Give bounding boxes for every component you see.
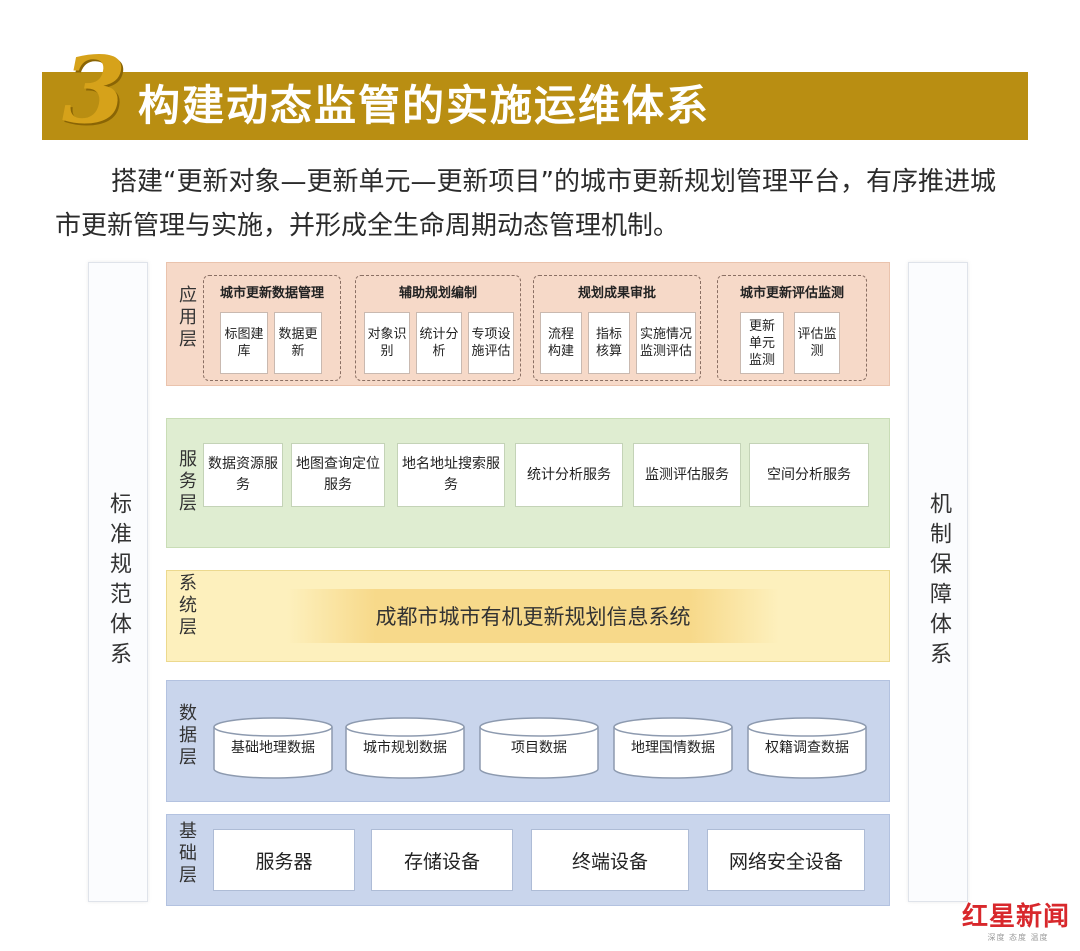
standards-pillar-label: 标准规范体系 [106,492,131,672]
application-layer: 应用层 城市更新数据管理 标图建库 数据更新 辅助规划编制 对象识别 统计分析 … [166,262,890,386]
app-group-title: 辅助规划编制 [398,286,477,301]
layer-label: 应用层 [176,285,197,351]
app-group-title: 城市更新数据管理 [219,286,324,301]
app-group: 规划成果审批 流程构建 指标核算 实施情况监测评估 [533,275,701,381]
app-group: 辅助规划编制 对象识别 统计分析 专项设施评估 [355,275,521,381]
system-name: 成都市城市有机更新规划信息系统 [287,589,779,643]
service-layer: 服务层 数据资源服务 地图查询定位服务 地名地址搜索服务 统计分析服务 监测评估… [166,418,890,548]
system-layer: 系统层 成都市城市有机更新规划信息系统 [166,570,890,662]
data-item-label: 基础地理数据 [231,740,315,756]
watermark-logo: 红星新闻 深度 态度 温度 [962,896,1074,946]
infrastructure-layer: 基础层 服务器 存储设备 终端设备 网络安全设备 [166,814,890,906]
service-item: 数据资源服务 [203,443,283,507]
infrastructure-item: 网络安全设备 [707,829,865,891]
data-item: 基础地理数据 [213,717,333,779]
database-cylinder-icon [613,717,733,779]
intro-paragraph: 搭建“更新对象—更新单元—更新项目”的城市更新规划管理平台，有序推进城市更新管理… [55,167,996,241]
app-item: 评估监测 [794,312,840,374]
database-cylinder-icon [213,717,333,779]
data-item: 城市规划数据 [345,717,465,779]
database-cylinder-icon [345,717,465,779]
data-item: 项目数据 [479,717,599,779]
mechanism-pillar-label: 机制保障体系 [926,492,951,672]
layer-label: 服务层 [176,449,197,515]
service-item: 统计分析服务 [515,443,623,507]
service-item: 监测评估服务 [633,443,741,507]
infrastructure-item: 服务器 [213,829,355,891]
service-item: 地图查询定位服务 [291,443,385,507]
data-item-label: 城市规划数据 [363,740,447,756]
layer-label: 基础层 [176,821,197,887]
app-item: 流程构建 [540,312,582,374]
app-item: 数据更新 [274,312,322,374]
infrastructure-item: 终端设备 [531,829,689,891]
data-item: 权籍调查数据 [747,717,867,779]
app-item: 更新单元监测 [740,312,784,374]
layer-label: 系统层 [176,573,197,639]
standards-pillar: 标准规范体系 [88,262,148,902]
watermark-text: 红星新闻 [962,902,1071,932]
data-item-label: 权籍调查数据 [765,740,849,756]
app-item: 专项设施评估 [468,312,514,374]
app-group: 城市更新数据管理 标图建库 数据更新 [203,275,341,381]
service-item: 空间分析服务 [749,443,869,507]
data-item: 地理国情数据 [613,717,733,779]
service-item: 地名地址搜索服务 [397,443,505,507]
app-item: 指标核算 [588,312,630,374]
infrastructure-item: 存储设备 [371,829,513,891]
app-item: 实施情况监测评估 [636,312,696,374]
data-item-label: 项目数据 [511,740,567,756]
app-item: 对象识别 [364,312,410,374]
watermark-slogan: 深度 态度 温度 [987,933,1049,942]
layer-label: 数据层 [176,703,197,769]
database-cylinder-icon [747,717,867,779]
mechanism-pillar: 机制保障体系 [908,262,968,902]
section-number: 3 [62,36,127,144]
app-item: 标图建库 [220,312,268,374]
app-group-title: 城市更新评估监测 [739,286,844,301]
data-item-label: 地理国情数据 [631,740,715,756]
app-group-title: 规划成果审批 [577,286,656,301]
title-banner [42,72,1028,140]
data-layer: 数据层 基础地理数据 城市规划数据 项目数据 地理国情数据 权籍调查数据 [166,680,890,802]
app-item: 统计分析 [416,312,462,374]
app-group: 城市更新评估监测 更新单元监测 评估监测 [717,275,867,381]
section-title: 构建动态监管的实施运维体系 [138,81,711,130]
database-cylinder-icon [479,717,599,779]
